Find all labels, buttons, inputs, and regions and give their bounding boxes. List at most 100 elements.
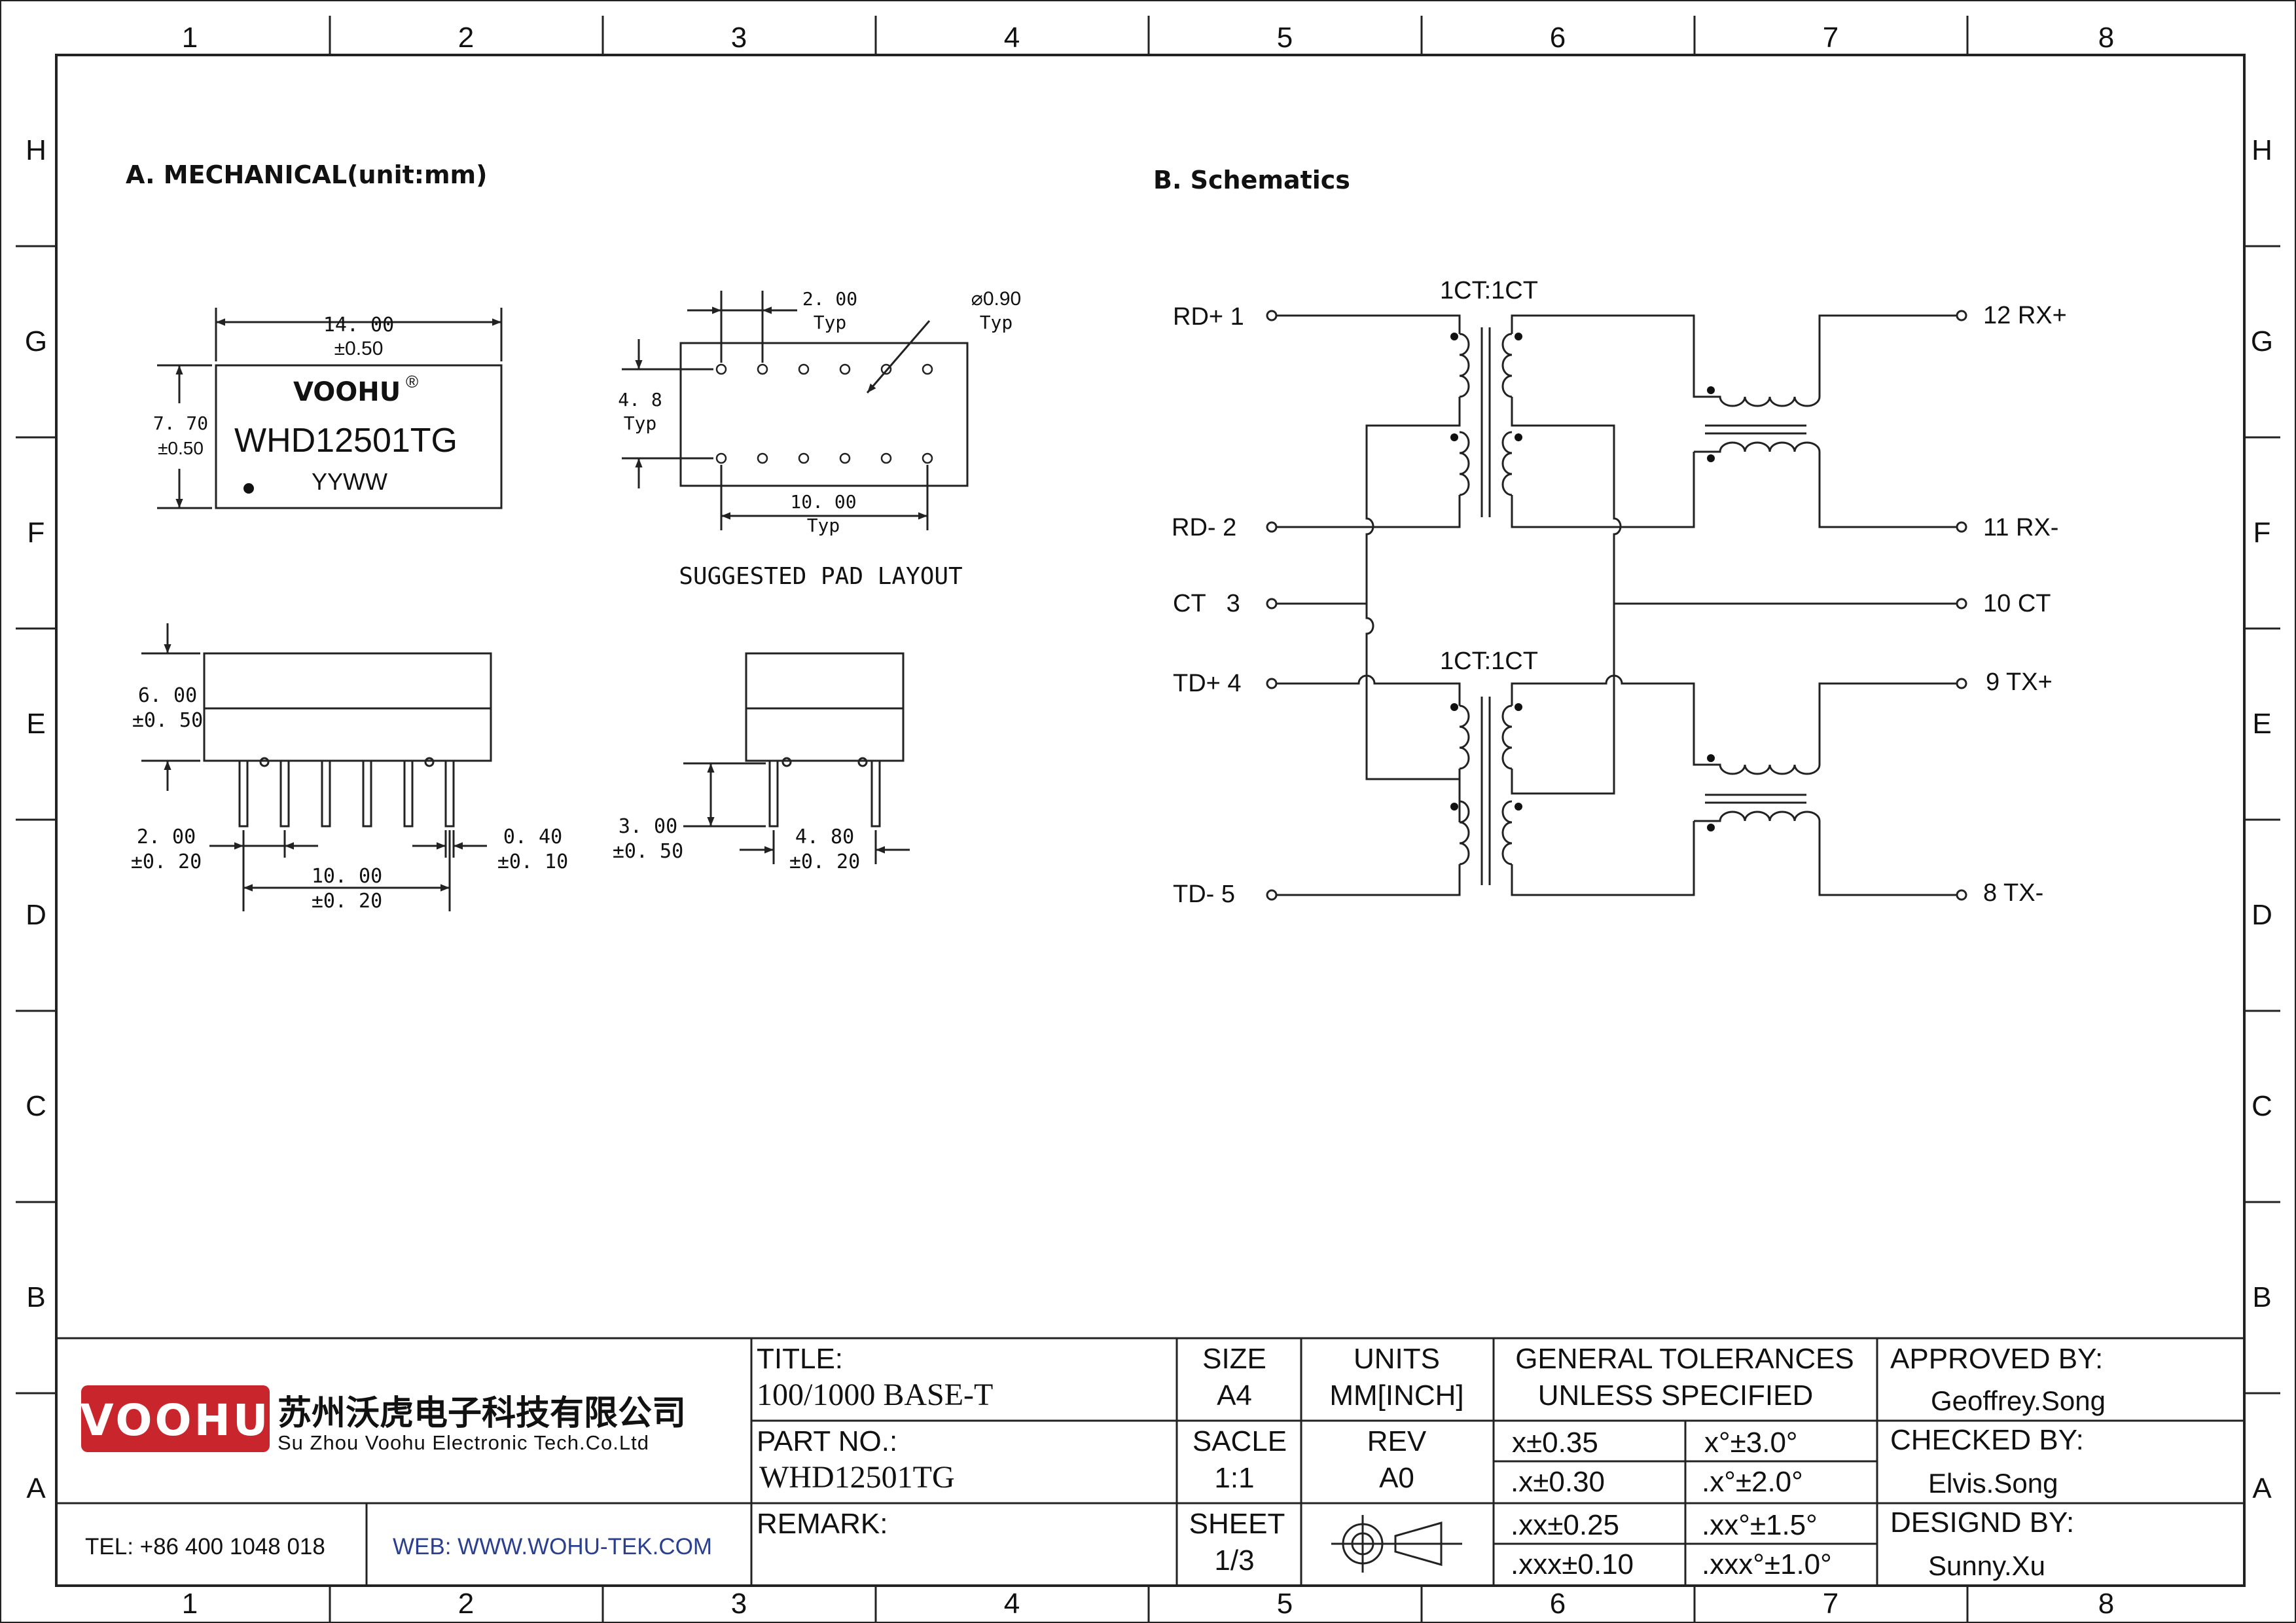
top-view-brand: VOOHU (293, 377, 401, 407)
side-pitch-value: 2. 00 (137, 826, 196, 848)
pin-label-rd-minus: RD- 2 (1172, 514, 1236, 541)
end-row-tol: ±0. 20 (789, 850, 860, 873)
row-label-right: B (2252, 1281, 2271, 1313)
tolerance-angular-3: .xxx°±1.0° (1702, 1548, 1832, 1580)
side-pin-value: 0. 40 (503, 826, 562, 848)
col-label-bottom: 7 (1823, 1588, 1839, 1620)
col-label-top: 7 (1823, 22, 1839, 54)
approved-value: Geoffrey.Song (1931, 1385, 2106, 1416)
pad-row-note: Typ (624, 412, 657, 434)
winding-polarity-dots (1450, 333, 1715, 831)
pad-pitch-value: 2. 00 (802, 288, 857, 310)
pin-label-ct-right: 10 CT (1983, 590, 2051, 617)
col-label-top: 2 (458, 22, 474, 54)
row-label-right: E (2252, 708, 2271, 740)
top-view-datecode: YYWW (312, 468, 387, 495)
col-label-bottom: 8 (2098, 1588, 2114, 1620)
row-label-left: D (26, 899, 46, 931)
pin-label-td-minus: TD- 5 (1173, 881, 1235, 908)
pin-label-tx-minus: 8 TX- (1983, 879, 2043, 907)
schematic-heading: B. Schematics (1153, 166, 1350, 194)
units-value: MM[INCH] (1329, 1379, 1463, 1412)
schematic-wiring (1266, 310, 1967, 901)
col-label-bottom: 6 (1550, 1588, 1566, 1620)
pin-labels-right: 12 RX+ 11 RX- 10 CT 9 TX+ 8 TX- (1983, 302, 2067, 907)
tolerance-linear-1: .x±0.30 (1511, 1466, 1605, 1498)
pin-label-tx-plus: 9 TX+ (1986, 668, 2053, 696)
tolerance-angular-2: .xx°±1.5° (1702, 1509, 1818, 1541)
approved-label: APPROVED BY: (1890, 1343, 2103, 1375)
pin-label-rd-plus: RD+ 1 (1173, 303, 1244, 331)
row-label-right: G (2251, 325, 2273, 357)
pin-label-td-plus: TD+ 4 (1173, 670, 1242, 697)
top-view-registered: ® (406, 372, 418, 392)
tolerance-linear-0: x±0.35 (1512, 1427, 1598, 1459)
company-name-cn: 苏州沃虎电子科技有限公司 (278, 1394, 686, 1433)
row-label-right: H (2251, 134, 2272, 166)
tel: TEL: +86 400 1048 018 (85, 1534, 325, 1559)
tolerance-linear-2: .xx±0.25 (1511, 1509, 1619, 1541)
scale-value: 1:1 (1214, 1462, 1254, 1494)
pad-layout-caption: SUGGESTED PAD LAYOUT (679, 563, 962, 590)
tolerance-linear-3: .xxx±0.10 (1511, 1548, 1634, 1580)
web-link[interactable]: WEB: WWW.WOHU-TEK.COM (393, 1534, 712, 1559)
pad-pitch-note: Typ (814, 312, 847, 333)
pin-label-rx-minus: 11 RX- (1983, 514, 2058, 541)
dim-width-tol: ±0.50 (334, 338, 384, 359)
part-label: PART NO.: (757, 1425, 897, 1457)
end-lead-tol: ±0. 50 (613, 840, 683, 863)
pad-hole-value: ⌀0.90 (971, 288, 1021, 310)
dim-height-tol: ±0.50 (158, 438, 204, 458)
pin-labels-left: RD+ 1 RD- 2 CT 3 TD+ 4 TD- 5 (1172, 303, 1244, 908)
sheet-label: SHEET (1189, 1508, 1285, 1540)
row-label-right: D (2251, 899, 2272, 931)
projection-symbol-icon (1331, 1515, 1462, 1573)
row-label-left: C (26, 1090, 46, 1122)
title-block-grid (56, 1337, 2244, 1586)
rev-label: REV (1367, 1425, 1427, 1457)
row-label-left: B (26, 1281, 45, 1313)
end-lead-value: 3. 00 (619, 815, 677, 838)
col-label-bottom: 3 (731, 1588, 747, 1620)
row-label-right: C (2251, 1090, 2272, 1122)
row-label-right: F (2253, 517, 2271, 549)
side-height-tol: ±0. 50 (132, 709, 203, 732)
row-label-left: A (26, 1472, 46, 1504)
checked-value: Elvis.Song (1928, 1468, 2058, 1499)
pad-row-value: 4. 8 (618, 389, 662, 410)
end-view (683, 652, 910, 864)
title-label: TITLE: (757, 1343, 843, 1375)
pad-hole-note: Typ (980, 312, 1013, 333)
pin-label-ct-left: CT 3 (1173, 590, 1240, 617)
designed-value: Sunny.Xu (1928, 1550, 2045, 1581)
ratio-top: 1CT:1CT (1440, 277, 1538, 304)
side-pin-tol: ±0. 10 (497, 850, 568, 873)
remark-label: REMARK: (757, 1508, 888, 1540)
checked-label: CHECKED BY: (1890, 1424, 2084, 1456)
company-logo: VOOHU (81, 1385, 271, 1452)
dim-height-value: 7. 70 (153, 412, 208, 434)
row-label-left: F (27, 517, 45, 549)
mechanical-heading: A. MECHANICAL(unit:mm) (126, 160, 488, 189)
side-pitch-tol: ±0. 20 (131, 850, 202, 873)
row-label-left: H (26, 134, 46, 166)
row-label-right: A (2252, 1472, 2272, 1504)
row-label-left: G (25, 325, 47, 357)
col-label-top: 4 (1004, 22, 1020, 54)
pin-label-rx-plus: 12 RX+ (1983, 302, 2067, 329)
scale-label: SACLE (1193, 1425, 1287, 1457)
company-name-en: Su Zhou Voohu Electronic Tech.Co.Ltd (278, 1431, 649, 1454)
logo-wordmark: VOOHU (81, 1395, 271, 1446)
side-view (141, 623, 492, 911)
tolerance-title-line1: GENERAL TOLERANCES (1515, 1343, 1854, 1375)
col-label-bottom: 5 (1277, 1588, 1293, 1620)
frame-labels: 1 2 3 4 5 6 7 8 1 2 3 4 5 6 7 8 H G F E … (25, 22, 2273, 1620)
side-span-tol: ±0. 20 (312, 890, 382, 913)
designed-label: DESIGND BY: (1890, 1506, 2074, 1539)
title-value: 100/1000 BASE-T (757, 1377, 993, 1412)
size-value: A4 (1217, 1379, 1252, 1412)
col-label-top: 6 (1550, 22, 1566, 54)
side-span-value: 10. 00 (312, 865, 382, 888)
